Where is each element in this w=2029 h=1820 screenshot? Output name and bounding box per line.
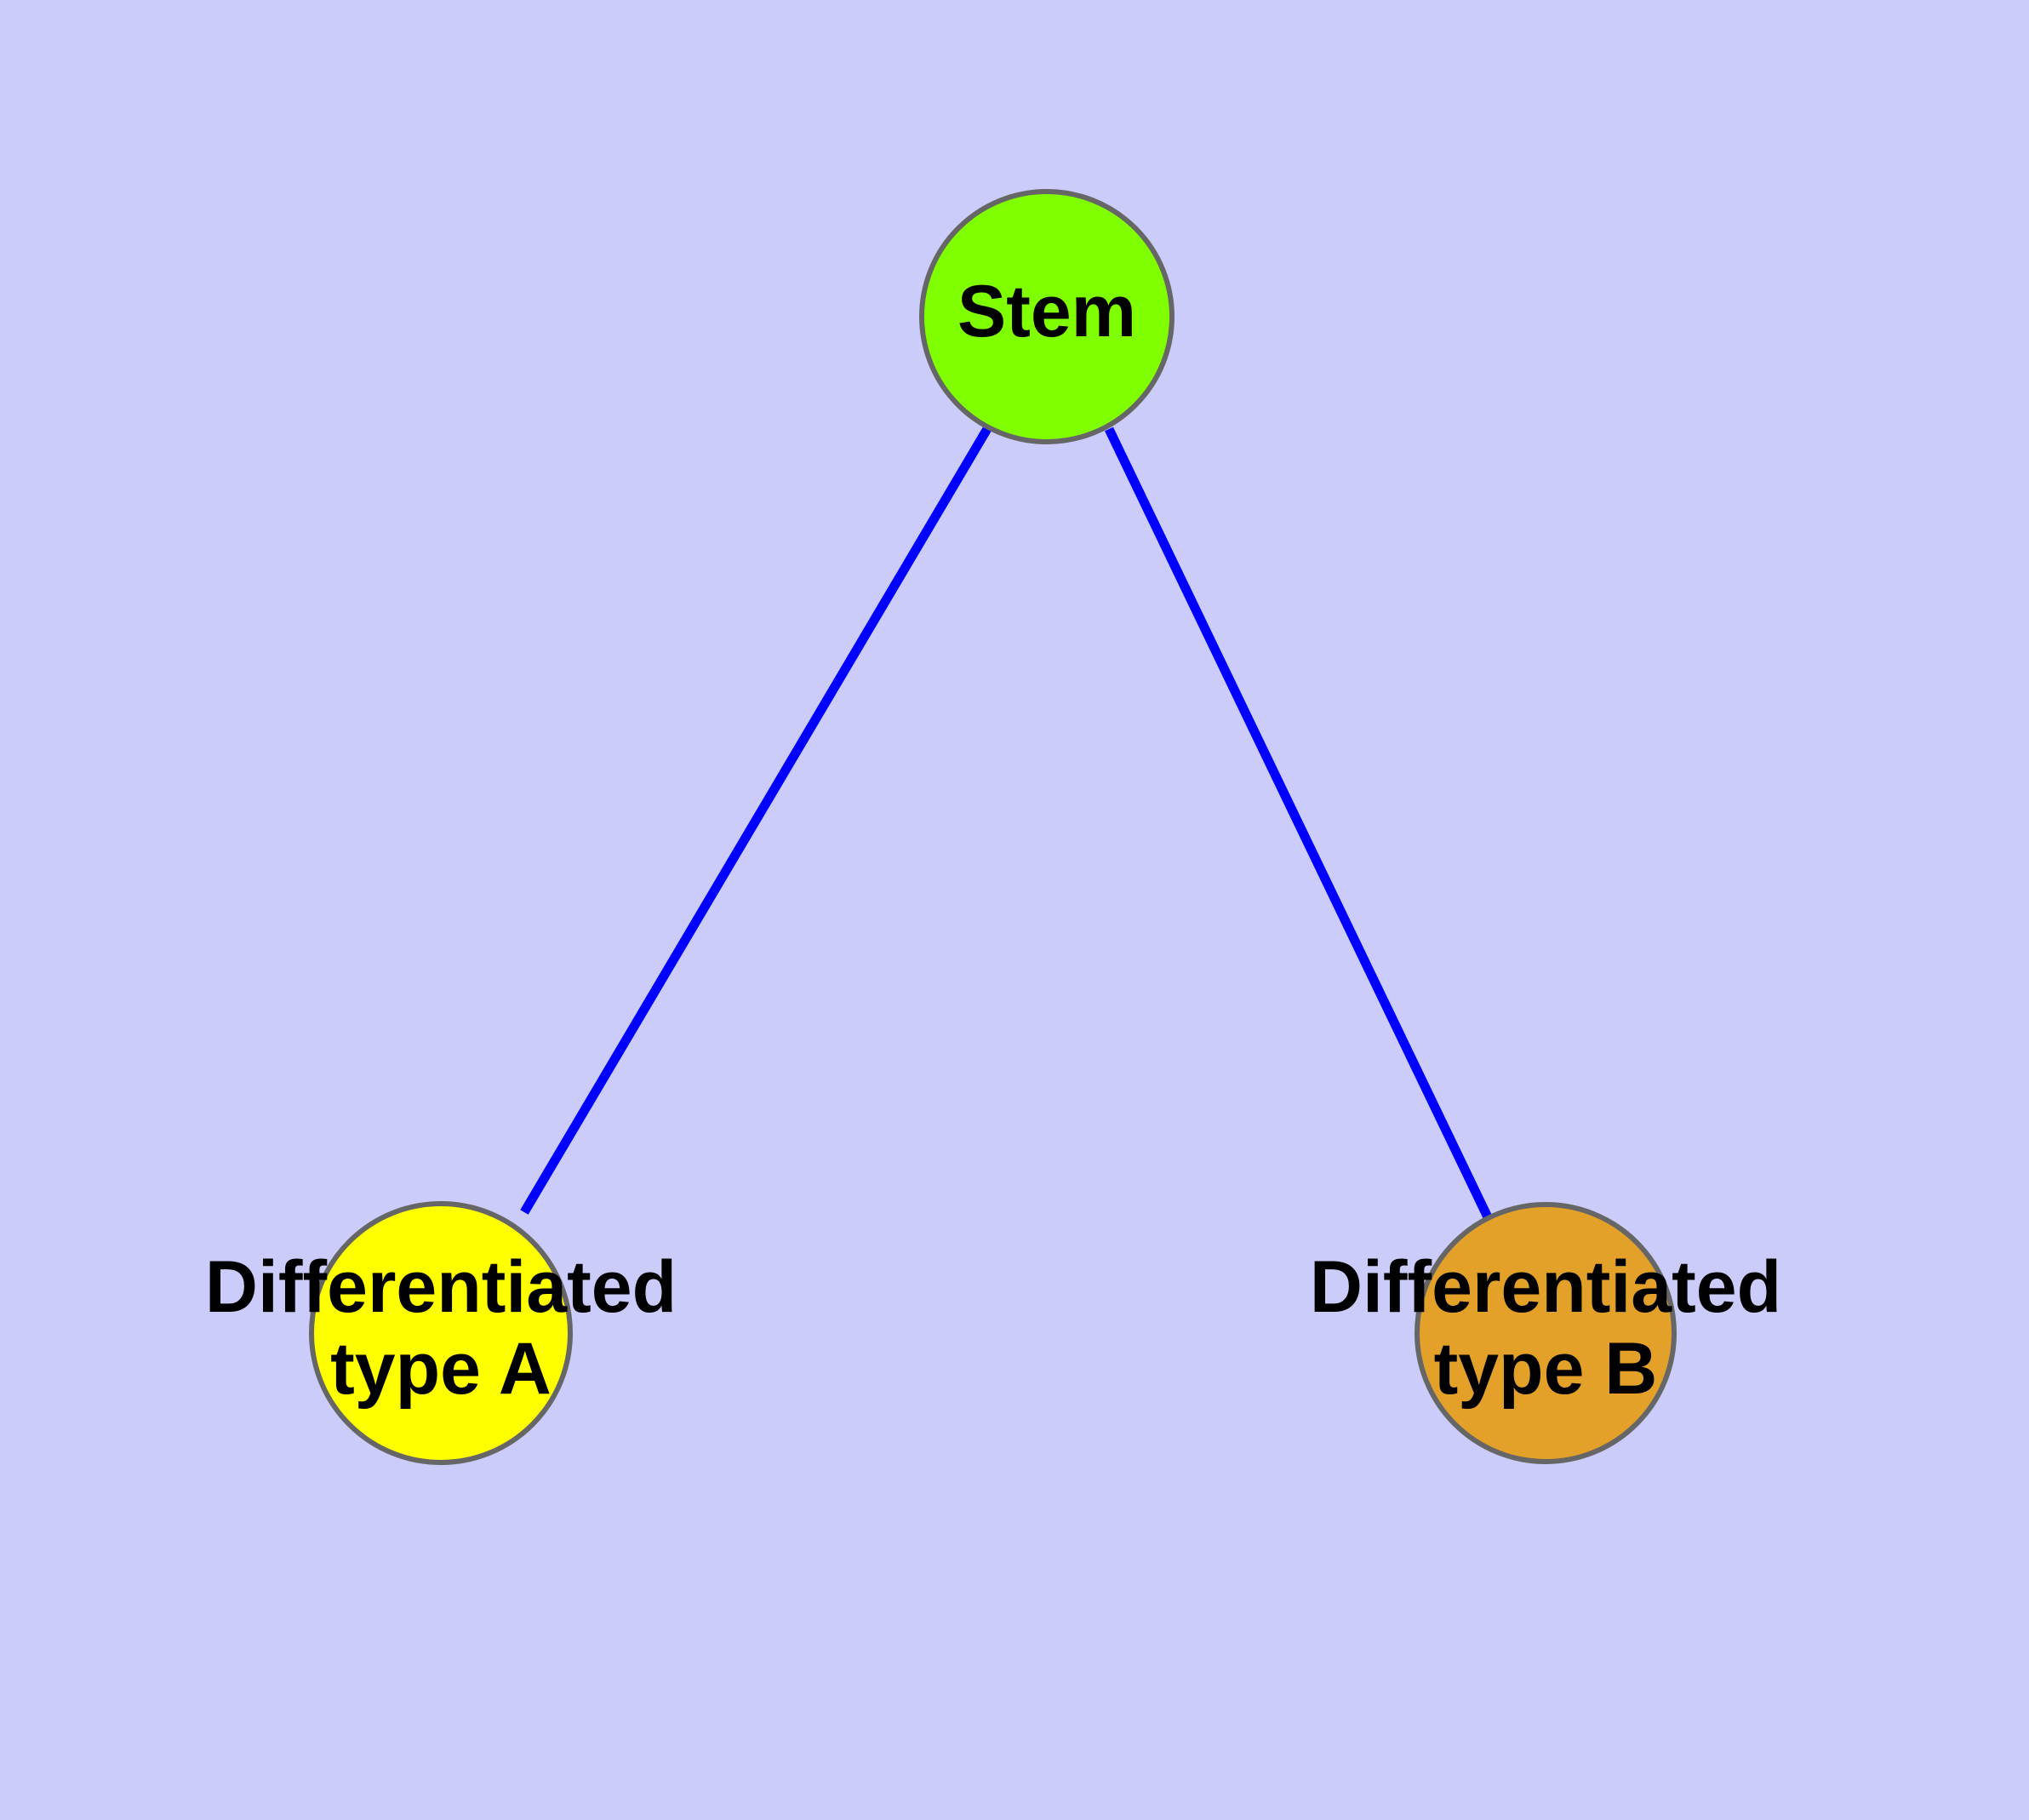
node-label-line: type B bbox=[1434, 1328, 1658, 1410]
node-diff_a[interactable] bbox=[309, 1201, 573, 1465]
edges-group bbox=[520, 425, 1494, 1223]
edge-stem-to-diff_a[interactable] bbox=[520, 425, 992, 1215]
node-label-line: type A bbox=[330, 1328, 552, 1410]
node-diff_b[interactable] bbox=[1415, 1202, 1677, 1464]
node-stem[interactable] bbox=[919, 189, 1175, 444]
node-label-line: Differentiated bbox=[1310, 1246, 1781, 1328]
node-label-stem: Stem bbox=[957, 271, 1136, 352]
nodes-group bbox=[309, 189, 1677, 1465]
node-label-line: Stem bbox=[957, 271, 1136, 352]
node-label-line: Differentiated bbox=[205, 1246, 677, 1328]
edge-stem-to-diff_b[interactable] bbox=[1105, 426, 1494, 1223]
